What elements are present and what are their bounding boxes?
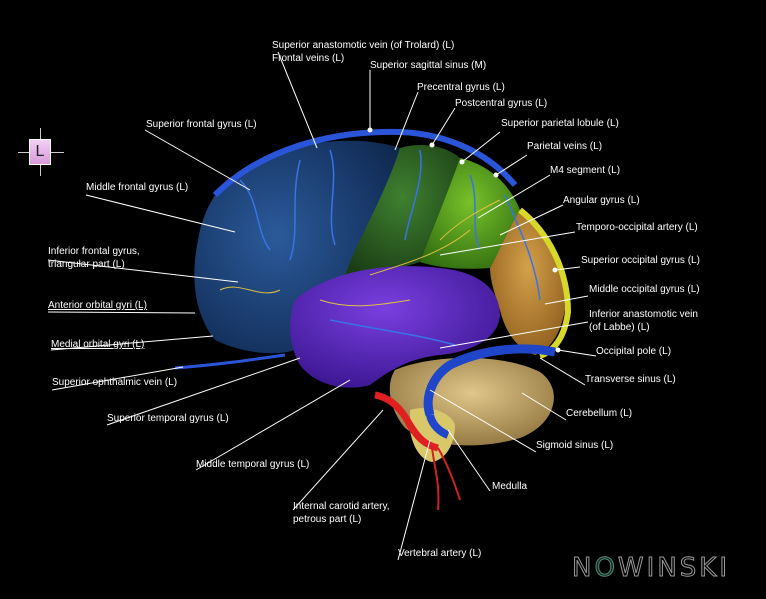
leader-dots [367,127,561,353]
label-frontal-veins: Frontal veins (L) [272,53,345,64]
label-superior-ophthalmic-vein: Superior ophthalmic vein (L) [52,377,178,388]
cortex-arteries [219,199,501,307]
label-cerebellum: Cerebellum (L) [566,408,633,419]
label-inferior-frontal-gyrus-part: triangular part (L) [48,259,125,270]
precentral-shape [345,145,460,275]
internal-carotid-shape [374,391,439,452]
label-superior-occipital-gyrus: Superior occipital gyrus (L) [581,255,700,266]
label-postcentral-gyrus: Postcentral gyrus (L) [455,98,548,109]
transverse-sinus-shape [423,344,556,417]
label-internal-carotid-artery-part: petrous part (L) [293,514,362,525]
label-inferior-anastomotic-vein: Inferior anastomotic vein [589,309,698,320]
vertebral-artery-shape-2 [431,447,440,511]
label-superior-anastomotic-vein: Superior anastomotic vein (of Trolard) (… [272,40,455,51]
label-m4-segment: M4 segment (L) [550,165,621,176]
sigmoid-sinus-shape [426,413,450,439]
label-superior-parietal-lobule: Superior parietal lobule (L) [501,118,619,129]
label-temporo-occipital-artery: Temporo-occipital artery (L) [576,222,698,233]
parietal-lobe-shape [420,158,520,269]
orientation-marker: L [18,128,64,176]
label-occipital-pole: Occipital pole (L) [596,346,672,357]
label-parietal-veins: Parietal veins (L) [527,141,603,152]
label-precentral-gyrus: Precentral gyrus (L) [417,82,505,93]
label-middle-occipital-gyrus: Middle occipital gyrus (L) [589,284,700,295]
medulla-shape [410,408,455,462]
cortex-vessels [239,149,541,346]
label-medial-orbital-gyri: Medial orbital gyri (L) [51,339,145,350]
occipital-lobe-shape [490,210,565,355]
label-middle-temporal-gyrus: Middle temporal gyrus (L) [196,459,310,470]
label-transverse-sinus: Transverse sinus (L) [585,374,676,385]
label-vertebral-artery: Vertebral artery (L) [398,548,482,559]
vertebral-artery-shape [437,447,461,501]
frontal-lobe-shape [194,140,400,354]
label-superior-frontal-gyrus: Superior frontal gyrus (L) [146,119,257,130]
label-superior-sagittal-sinus: Superior sagittal sinus (M) [370,60,487,71]
superior-ophthalmic-vein-shape [174,353,286,370]
label-middle-frontal-gyrus: Middle frontal gyrus (L) [86,182,189,193]
nowinski-logo: NOWINSKI [571,553,730,584]
label-medulla: Medulla [492,481,528,492]
occipital-rim [518,207,572,359]
label-inferior-frontal-gyrus: Inferior frontal gyrus, [48,246,140,257]
label-angular-gyrus: Angular gyrus (L) [563,195,640,206]
orientation-letter: L [29,139,51,165]
label-inferior-anastomotic-vein-part: (of Labbe) (L) [589,322,650,333]
label-sigmoid-sinus: Sigmoid sinus (L) [536,440,614,451]
leader-lines [47,51,597,561]
label-internal-carotid-artery: Internal carotid artery, [293,501,390,512]
temporal-lobe-shape [290,266,500,388]
label-superior-temporal-gyrus: Superior temporal gyrus (L) [107,413,229,424]
superior-sagittal-sinus-shape [212,128,518,198]
label-anterior-orbital-gyri: Anterior orbital gyri (L) [48,300,147,311]
